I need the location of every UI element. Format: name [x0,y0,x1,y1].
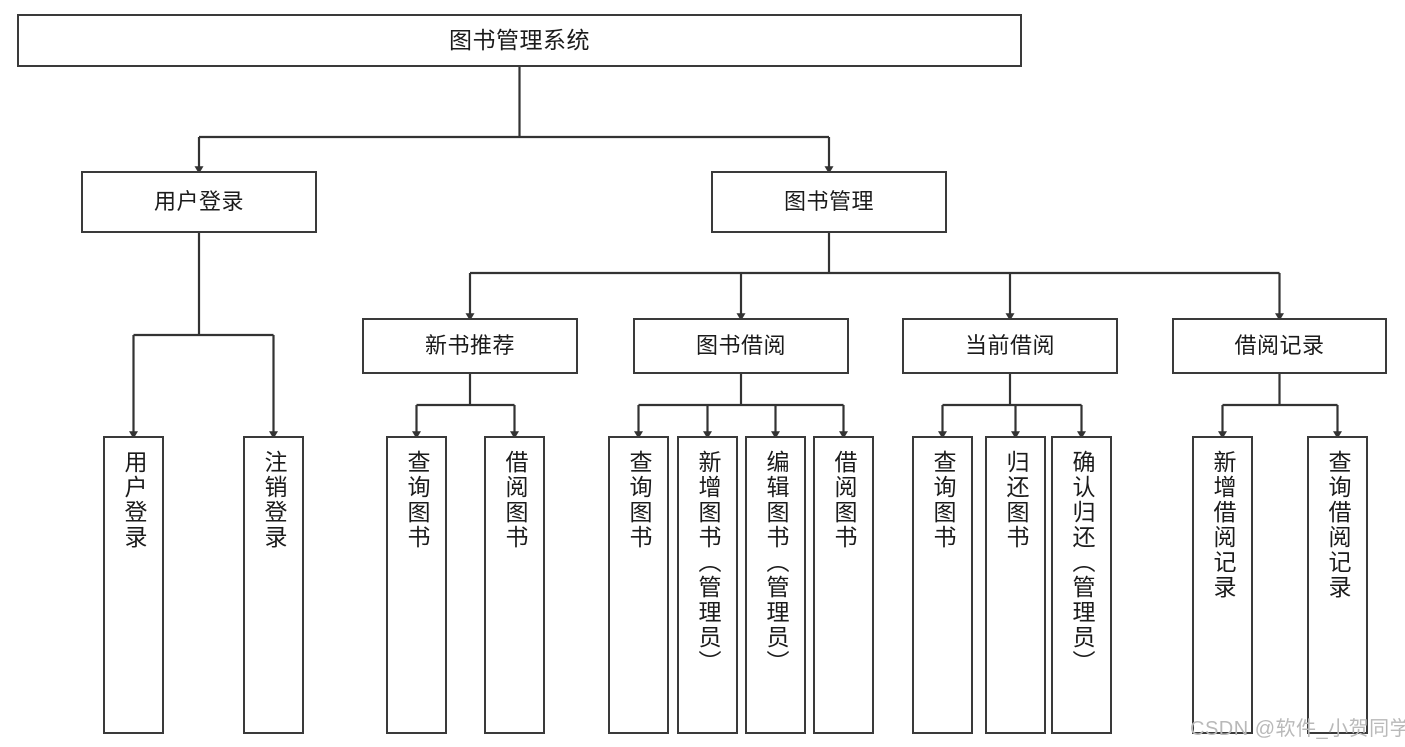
node-leaf-confirm-return: 确认归还（管理员） [1051,436,1112,734]
node-user-login: 用户登录 [81,171,317,233]
node-label: 用户登录 [121,450,147,550]
node-leaf-query-book-current: 查询图书 [912,436,973,734]
node-label: 查询图书 [930,450,956,550]
node-leaf-query-book-borrow: 查询图书 [608,436,669,734]
node-label: 查询图书 [404,450,430,550]
node-new-book-rec: 新书推荐 [362,318,578,374]
node-leaf-edit-book: 编辑图书（管理员） [745,436,806,734]
node-leaf-query-record: 查询借阅记录 [1307,436,1368,734]
node-label: 图书管理 [783,189,874,215]
node-label: 图书借阅 [695,333,786,359]
node-current-borrow: 当前借阅 [902,318,1118,374]
node-label: 注销登录 [261,450,287,550]
node-label: 当前借阅 [964,333,1055,359]
node-label: 查询图书 [626,450,652,550]
node-label: 新书推荐 [424,333,515,359]
node-book-manage: 图书管理 [711,171,947,233]
node-label: 借阅记录 [1234,333,1325,359]
node-label: 归还图书 [1003,450,1029,550]
node-label: 图书管理系统 [449,26,590,53]
node-borrow-record: 借阅记录 [1172,318,1387,374]
node-label: 查询借阅记录 [1325,450,1351,600]
node-leaf-return-book: 归还图书 [985,436,1046,734]
node-book-borrow: 图书借阅 [633,318,849,374]
node-label: 借阅图书 [831,450,857,550]
node-root: 图书管理系统 [17,14,1022,67]
node-label: 用户登录 [153,189,244,215]
node-leaf-borrow-book: 借阅图书 [813,436,874,734]
node-label: 确认归还（管理员） [1069,450,1095,675]
node-leaf-add-book: 新增图书（管理员） [677,436,738,734]
node-leaf-query-book-rec: 查询图书 [386,436,447,734]
node-label: 新增借阅记录 [1210,450,1236,600]
node-label: 借阅图书 [502,450,528,550]
csdn-watermark: CSDN @软件_小贺同学 [1190,718,1405,740]
node-label: 新增图书（管理员） [695,450,721,675]
node-leaf-add-record: 新增借阅记录 [1192,436,1253,734]
node-leaf-user-login: 用户登录 [103,436,164,734]
node-label: 编辑图书（管理员） [763,450,789,675]
node-leaf-user-logout: 注销登录 [243,436,304,734]
node-leaf-borrow-book-rec: 借阅图书 [484,436,545,734]
